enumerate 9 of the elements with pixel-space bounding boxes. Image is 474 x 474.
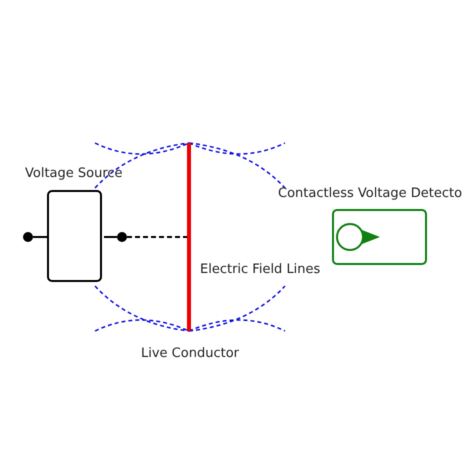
- component-label: Contactless Voltage Detecto: [278, 186, 462, 201]
- component-label: Live Conductor: [141, 346, 239, 361]
- wire: [33, 236, 47, 238]
- component-label: Voltage Source: [25, 166, 123, 181]
- wire: [104, 236, 117, 238]
- field-lines-label: Electric Field Lines: [200, 262, 320, 277]
- terminal-dot: [23, 232, 33, 242]
- terminal-dot: [117, 232, 127, 242]
- dashed-wire: [127, 236, 187, 238]
